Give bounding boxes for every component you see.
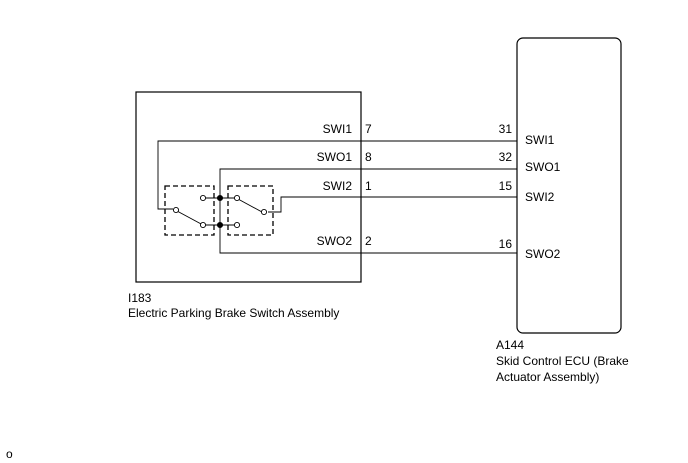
- ecu-pin-16: 16: [499, 237, 513, 251]
- contact: [233, 221, 241, 229]
- ecu-signal-swi2: SWI2: [525, 190, 555, 204]
- switch-connector-id: I183: [128, 291, 152, 305]
- contact: [172, 206, 180, 214]
- switch-assembly-box: [135, 91, 362, 283]
- switch-pin-2: 2: [365, 234, 372, 248]
- ecu-signal-swo1: SWO1: [525, 160, 561, 174]
- switch-contacts: [164, 185, 274, 236]
- wire-swo1: [219, 168, 517, 198]
- contact: [199, 194, 207, 202]
- switch-1-blade: [176, 210, 204, 226]
- contact: [260, 208, 268, 216]
- ecu-name-line1: Skid Control ECU (Brake: [496, 354, 629, 368]
- wire-swi2: [268, 196, 517, 213]
- ecu-box: [516, 37, 622, 334]
- contact: [199, 221, 207, 229]
- ecu-name-line2: Actuator Assembly): [496, 370, 599, 384]
- switch-1-dashed-box: [164, 185, 215, 236]
- contact: [233, 194, 241, 202]
- ecu-signal-swi1: SWI1: [525, 133, 555, 147]
- switch-pin-7: 7: [365, 122, 372, 136]
- junction-dot: [216, 221, 224, 229]
- ecu-pin-15: 15: [499, 179, 513, 193]
- switch-signal-swi1: SWI1: [323, 122, 353, 136]
- switch-pin-8: 8: [365, 150, 372, 164]
- wire-swo2: [219, 225, 517, 254]
- ecu-connector-id: A144: [496, 338, 524, 352]
- junction-dot: [216, 194, 224, 202]
- switch-2-dashed-box: [227, 185, 274, 236]
- ecu-pin-31: 31: [499, 122, 513, 136]
- switch-signal-swo2: SWO2: [317, 234, 353, 248]
- switch-pin-1: 1: [365, 179, 372, 193]
- switch-2-blade: [237, 198, 263, 213]
- switch-signal-swi2: SWI2: [323, 179, 353, 193]
- switch-assembly-name: Electric Parking Brake Switch Assembly: [128, 306, 339, 320]
- footer-mark: o: [6, 447, 13, 461]
- switch-signal-swo1: SWO1: [317, 150, 353, 164]
- ecu-pin-32: 32: [499, 150, 513, 164]
- ecu-signal-swo2: SWO2: [525, 247, 561, 261]
